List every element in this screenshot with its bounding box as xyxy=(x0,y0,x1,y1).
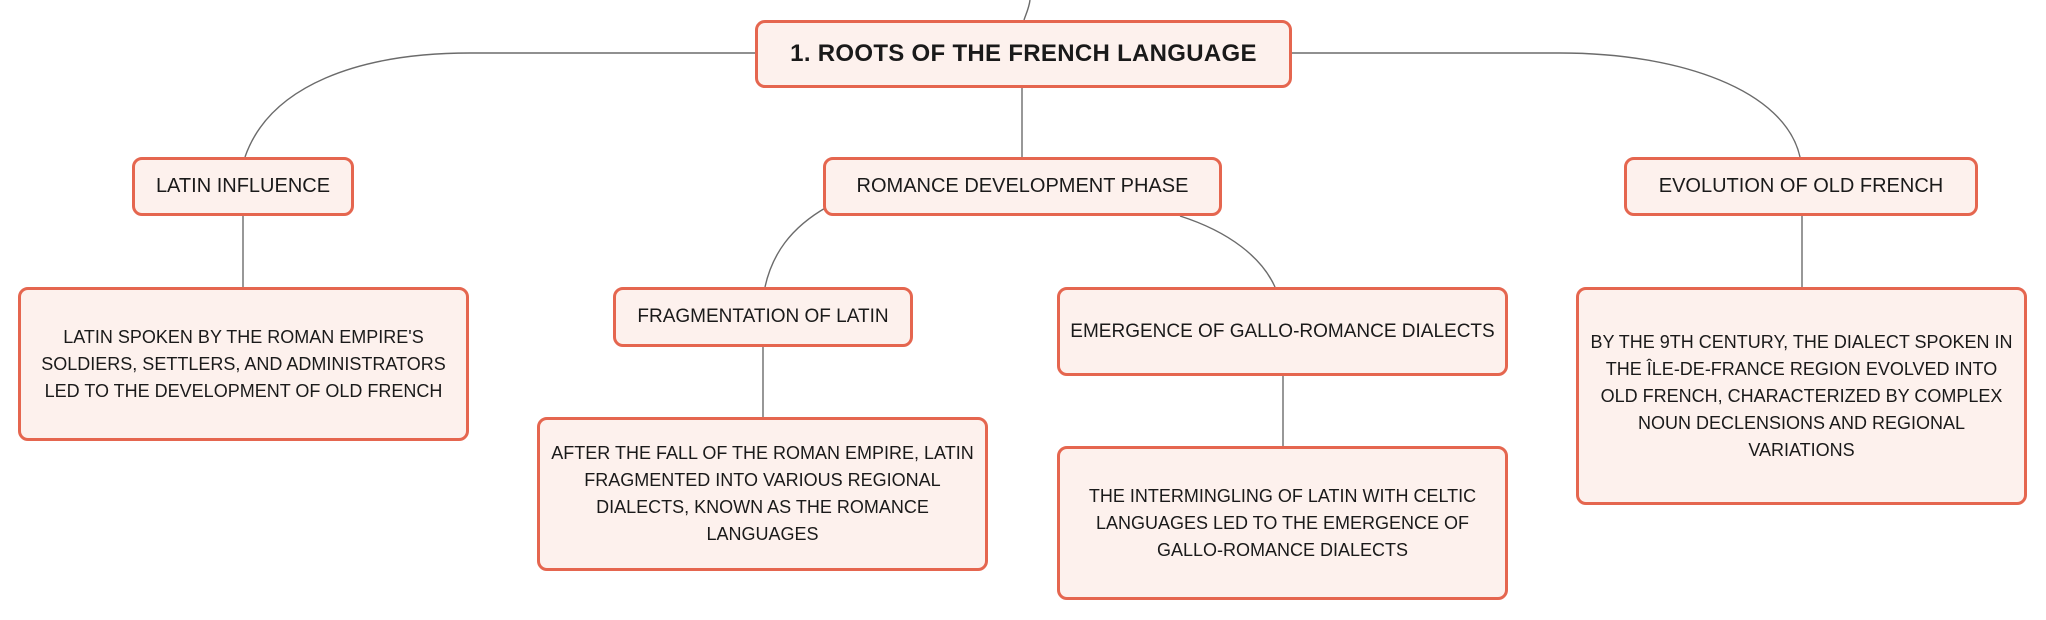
subtopic-gallo-romance-dialects-label: EMERGENCE OF GALLO-ROMANCE DIALECTS xyxy=(1070,320,1495,342)
detail-latin-influence[interactable]: LATIN SPOKEN BY THE ROMAN EMPIRE'S SOLDI… xyxy=(18,287,469,441)
detail-fragmentation-of-latin-text: AFTER THE FALL OF THE ROMAN EMPIRE, LATI… xyxy=(551,443,974,544)
topic-romance-development-phase-label: ROMANCE DEVELOPMENT PHASE xyxy=(856,175,1189,197)
subtopic-fragmentation-of-latin-label: FRAGMENTATION OF LATIN xyxy=(637,306,889,327)
detail-latin-influence-text: LATIN SPOKEN BY THE ROMAN EMPIRE'S SOLDI… xyxy=(41,326,446,401)
detail-gallo-romance-dialects-text: THE INTERMINGLING OF LATIN WITH CELTIC L… xyxy=(1088,485,1477,560)
detail-fragmentation-of-latin[interactable]: AFTER THE FALL OF THE ROMAN EMPIRE, LATI… xyxy=(537,417,988,571)
connector-romance-to-fragmentation xyxy=(764,206,828,288)
topic-latin-influence-label: LATIN INFLUENCE xyxy=(155,175,331,197)
root-topic-node[interactable]: 1. ROOTS OF THE FRENCH LANGUAGE xyxy=(755,20,1292,88)
detail-evolution-of-old-french[interactable]: BY THE 9TH CENTURY, THE DIALECT SPOKEN I… xyxy=(1576,287,2027,505)
detail-gallo-romance-dialects[interactable]: THE INTERMINGLING OF LATIN WITH CELTIC L… xyxy=(1057,446,1508,600)
connector-root-to-old-french xyxy=(1290,52,1801,158)
connector-parent-to-root xyxy=(1023,0,1031,21)
detail-evolution-of-old-french-text: BY THE 9TH CENTURY, THE DIALECT SPOKEN I… xyxy=(1590,331,2013,460)
topic-evolution-of-old-french-label: EVOLUTION OF OLD FRENCH xyxy=(1658,175,1944,197)
subtopic-gallo-romance-dialects[interactable]: EMERGENCE OF GALLO-ROMANCE DIALECTS xyxy=(1057,287,1508,376)
connector-root-to-latin-influence xyxy=(244,52,755,158)
root-topic-label: 1. ROOTS OF THE FRENCH LANGUAGE xyxy=(790,40,1257,67)
connector-romance-to-gallo-romance xyxy=(1179,215,1276,288)
topic-romance-development-phase[interactable]: ROMANCE DEVELOPMENT PHASE xyxy=(823,157,1222,216)
topic-latin-influence[interactable]: LATIN INFLUENCE xyxy=(132,157,354,216)
subtopic-fragmentation-of-latin[interactable]: FRAGMENTATION OF LATIN xyxy=(613,287,913,347)
topic-evolution-of-old-french[interactable]: EVOLUTION OF OLD FRENCH xyxy=(1624,157,1978,216)
